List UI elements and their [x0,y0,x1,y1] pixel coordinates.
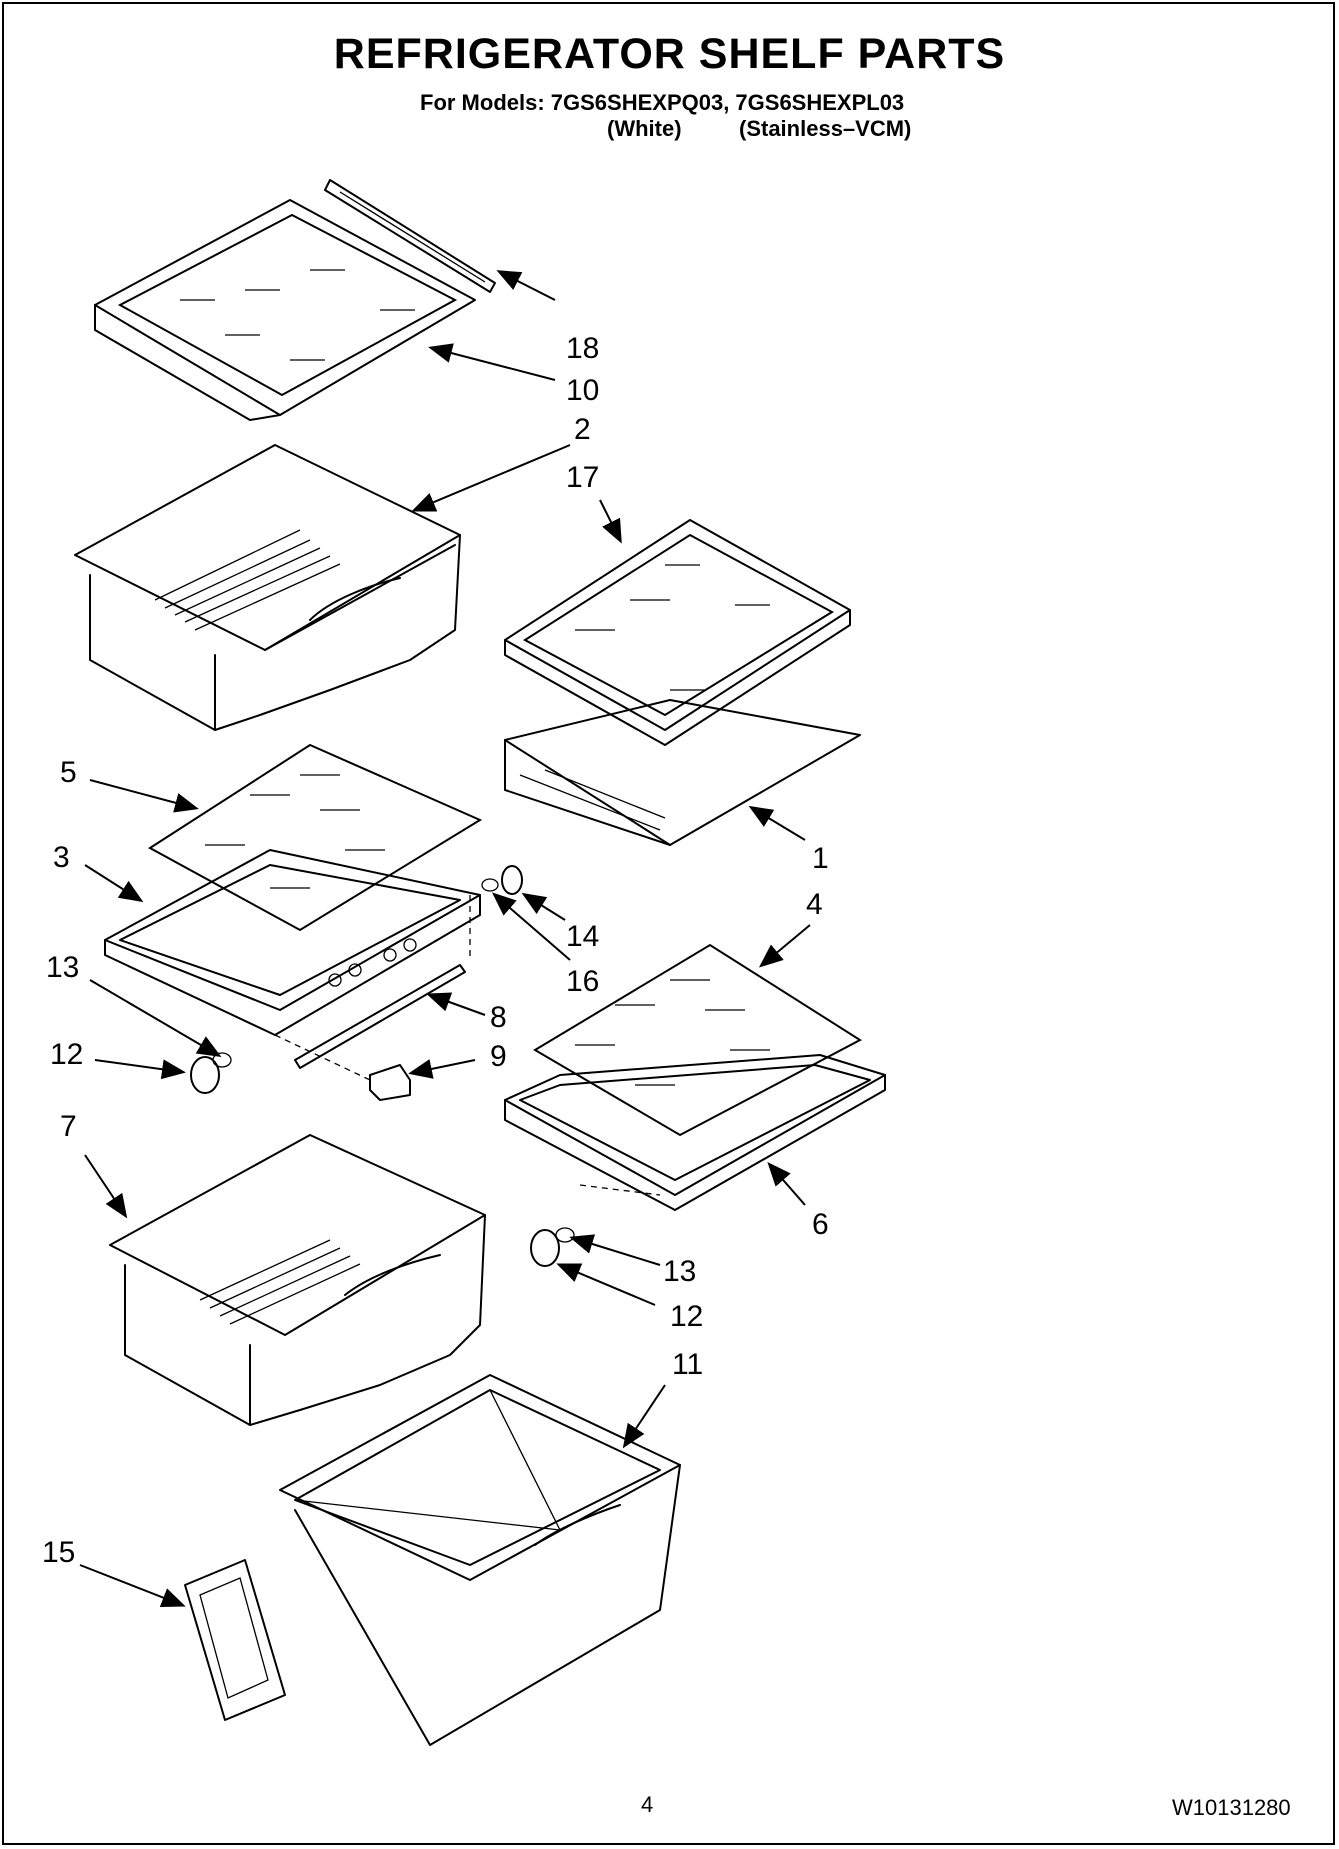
callout-9: 9 [490,1040,507,1073]
callout-12-left: 12 [50,1038,84,1071]
part-5-glass-panel [148,743,483,932]
callout-15: 15 [42,1536,76,1569]
callout-13-right: 13 [663,1255,697,1288]
page-title: REFRIGERATOR SHELF PARTS [333,30,1006,78]
part-12-wheel-left [190,1052,232,1094]
part-17-glass-shelf [504,519,851,746]
models-line: For Models: 7GS6SHEXPQ03, 7GS6SHEXPL03 [420,90,905,115]
callout-14: 14 [566,920,600,953]
part-1-shelf-frame [504,699,861,846]
part-12-wheel-right [530,1227,575,1267]
part-4-glass-panel [533,943,862,1137]
part-9-clip [369,1064,411,1101]
part-18-rail [324,179,496,293]
part-10-glass-shelf [94,199,476,421]
document-number: W10131280 [1172,1795,1291,1820]
callout-16: 16 [566,965,600,998]
callout-3: 3 [53,841,70,874]
part-2-crisper-drawer [74,444,461,731]
callout-13-left: 13 [46,951,80,984]
callout-6: 6 [812,1208,829,1241]
callout-18: 18 [566,332,600,365]
callout-arrows [79,270,811,1608]
callout-11: 11 [672,1348,704,1381]
callout-12-right: 12 [670,1300,704,1333]
part-14-knob [481,865,523,895]
callout-8: 8 [490,1001,507,1034]
callout-17: 17 [566,461,600,494]
callout-1: 1 [812,842,829,875]
callout-2: 2 [574,413,591,446]
part-15-label [184,1559,286,1721]
part-7-crisper-drawer [109,1134,486,1426]
part-6-shelf-tray [504,1054,886,1211]
callout-10: 10 [566,374,600,407]
callout-4: 4 [806,888,823,921]
variant-white: (White) [607,116,682,141]
page-number: 4 [641,1792,654,1817]
callout-7: 7 [60,1110,77,1143]
part-8-rail [294,964,466,1069]
callout-5: 5 [60,756,77,789]
part-11-deli-drawer [279,1374,681,1746]
variant-stainless: (Stainless–VCM) [739,116,912,141]
